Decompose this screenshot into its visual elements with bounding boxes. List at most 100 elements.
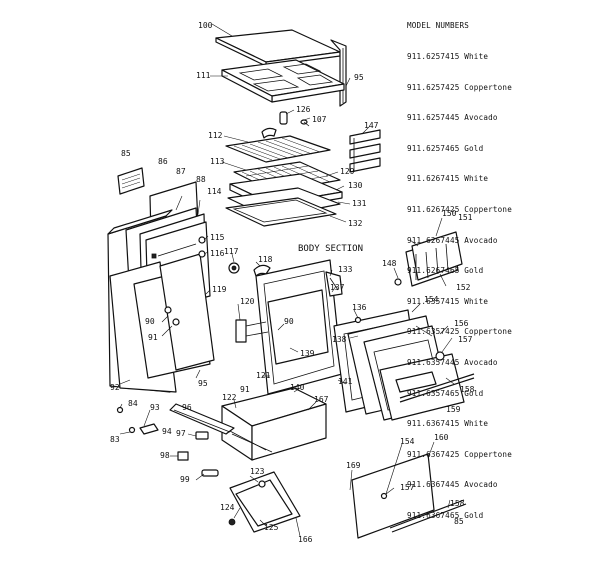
callout: 95	[354, 73, 364, 82]
callout: 159	[446, 405, 461, 414]
callout: 156	[454, 319, 469, 328]
model-list-heading: MODEL NUMBERS	[407, 21, 470, 31]
callout: 85	[121, 149, 131, 158]
callout: 121	[256, 371, 271, 380]
model-row: 911.6367425 Coppertone	[407, 449, 512, 459]
callout: 84	[128, 399, 138, 408]
model-row: 911.6267415 White	[407, 174, 489, 184]
section-label: BODY SECTION	[298, 244, 363, 254]
model-row: 911.6357465 Gold	[407, 388, 484, 398]
callout: 119	[212, 285, 227, 294]
callout: 150	[442, 209, 457, 218]
oven-door-frame	[235, 259, 343, 395]
callout: 129	[340, 167, 355, 176]
callout: 96	[182, 403, 192, 412]
callout: 116	[210, 249, 225, 258]
model-row: 911.6267445 Avocado	[407, 235, 498, 245]
model-row: 911.6257425 Coppertone	[407, 82, 512, 92]
kick-plate	[228, 471, 301, 533]
callout: 115	[210, 233, 225, 242]
callout: 139	[300, 349, 315, 358]
callout: 151	[458, 213, 473, 222]
model-row: 911.6357415 White	[407, 296, 489, 306]
callout: 83	[110, 435, 120, 444]
callout: 118	[258, 255, 273, 264]
rear-brackets	[349, 129, 381, 173]
callout: 90	[284, 317, 294, 326]
callout: 113	[210, 157, 225, 166]
storage-drawer	[221, 387, 327, 461]
callout: 90	[145, 317, 155, 326]
callout: 125	[264, 523, 279, 532]
callout: 137	[330, 283, 345, 292]
callout: 92	[110, 383, 120, 392]
model-row: 911.6257415 White	[407, 52, 489, 61]
callout: 131	[352, 199, 367, 208]
callout: 98	[160, 451, 170, 460]
callout: 94	[162, 427, 172, 436]
callout: 123	[250, 467, 265, 476]
callout: 117	[224, 247, 239, 256]
callout: 86	[158, 157, 168, 166]
callout: 132	[348, 219, 363, 228]
callout: 157	[400, 483, 415, 492]
door-glass-assembly	[333, 309, 475, 421]
callout: 141	[338, 377, 353, 386]
callout: 93	[150, 403, 160, 412]
callout: 97	[176, 429, 186, 438]
model-row: 911.6367415 White	[407, 419, 489, 429]
model-row: 911.6357445 Avocado	[407, 357, 498, 367]
callout: 95	[198, 379, 208, 388]
callout: 147	[364, 121, 379, 130]
callout: 107	[312, 115, 327, 124]
callout: 114	[207, 187, 222, 196]
model-row: 911.6367465 Gold	[407, 510, 484, 520]
callout: 158	[460, 385, 475, 394]
oven-rack-upper	[225, 135, 331, 163]
callout: 140	[290, 383, 305, 392]
model-row: 911.6267425 Coppertone	[407, 204, 512, 214]
callout: 154	[424, 295, 439, 304]
callout: 157	[458, 335, 473, 344]
callout: 160	[434, 433, 449, 442]
cooktop-frame	[221, 59, 345, 103]
callout: 111	[196, 71, 211, 80]
callout: 167	[314, 395, 329, 404]
callout: 122	[222, 393, 237, 402]
callout: 120	[240, 297, 255, 306]
leveling-hardware	[139, 423, 219, 477]
model-row: 911.6257445 Avocado	[407, 113, 498, 123]
drawer-rail	[169, 403, 235, 435]
callout: 169	[346, 461, 361, 470]
callout: 152	[456, 283, 471, 292]
callout: 136	[352, 303, 367, 312]
callout: 99	[180, 475, 190, 484]
callout: 88	[196, 175, 206, 184]
callout: 126	[296, 105, 311, 114]
callout: 91	[148, 333, 158, 342]
side-trim-panel	[405, 231, 463, 287]
callout: 85	[454, 517, 464, 526]
model-row: 911.6357425 Coppertone	[407, 327, 512, 337]
callout: 124	[220, 503, 235, 512]
callout: 166	[298, 535, 313, 544]
drawer-front-panel	[351, 453, 467, 539]
callout: 87	[176, 167, 186, 176]
leader-lines	[119, 23, 455, 537]
burner-fitting	[261, 111, 310, 139]
callout: 130	[348, 181, 363, 190]
model-row: 911.6267465 Gold	[407, 266, 484, 276]
callout: 133	[338, 265, 353, 274]
badge-plate	[117, 167, 145, 195]
callout: 138	[332, 335, 347, 344]
callout: 112	[208, 131, 223, 140]
callout: 158	[450, 499, 465, 508]
broiler-rack-assembly	[225, 161, 343, 227]
callout: 154	[400, 437, 415, 446]
model-row: 911.6257465 Gold	[407, 143, 484, 153]
callout-numbers: 100 111 95 126 107 147 112 85 86 113 87 …	[110, 21, 475, 544]
callout: 91	[240, 385, 250, 394]
range-body	[107, 181, 215, 393]
model-row: 911.6367445 Avocado	[407, 480, 498, 490]
